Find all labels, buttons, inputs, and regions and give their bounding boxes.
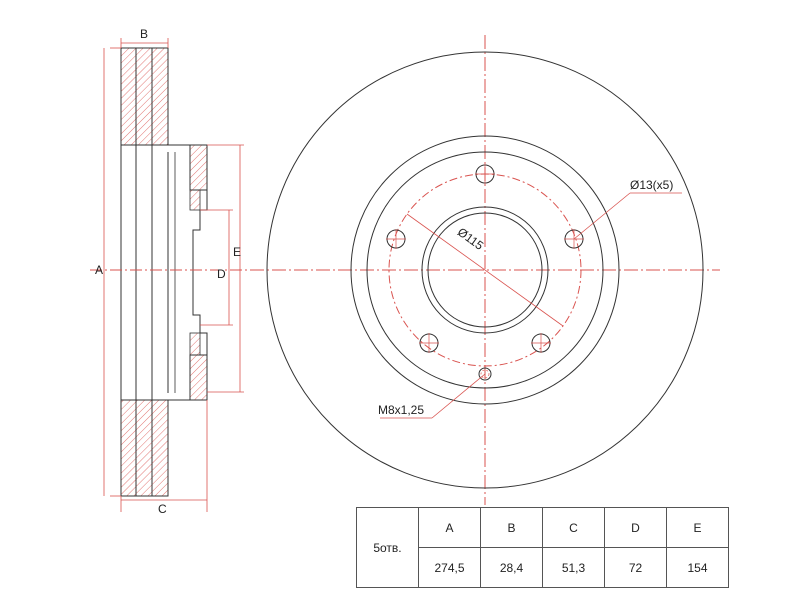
dim-c-label: C [158, 502, 167, 516]
dim-d-label: D [217, 267, 226, 281]
disc-outer-edge [266, 51, 704, 489]
header-e: E [666, 507, 729, 548]
value-e: 154 [666, 547, 729, 588]
dim-a-label: A [95, 263, 103, 277]
value-c: 51,3 [542, 547, 605, 588]
holes-leader [573, 192, 631, 240]
header-d: D [604, 507, 667, 548]
friction-ring-section-bottom [120, 399, 169, 497]
center-bore-inner [427, 212, 543, 328]
thread-leader [431, 373, 486, 419]
dimensions-table: 5отв. A B C D E 274,5 28,4 51,3 72 154 [356, 507, 729, 588]
value-b: 28,4 [480, 547, 543, 588]
holes-label: Ø13(x5) [630, 178, 673, 192]
hat-inner-edge [366, 151, 604, 389]
dim-e-label: E [233, 245, 241, 259]
bolt-circle-leader [406, 213, 564, 327]
bolt-circle-label: Ø115 [455, 225, 487, 253]
center-bore-outer [421, 206, 549, 334]
hat-outer-edge [350, 135, 620, 405]
table-header-row: 5отв. A B C D E [356, 507, 729, 588]
value-d: 72 [604, 547, 667, 588]
hat-section [168, 144, 208, 401]
side-section-view: A B C D E [90, 27, 260, 516]
table-values-row: 274,5 28,4 51,3 72 154 [357, 547, 729, 588]
front-view: Ø115 Ø13(x5) M8x1,25 [250, 35, 720, 505]
thread-label: M8x1,25 [378, 403, 424, 417]
friction-ring-section-top [120, 47, 169, 146]
header-c: C [542, 507, 605, 548]
header-b: B [480, 507, 543, 548]
holes-count-cell: 5отв. [356, 507, 419, 588]
threaded-hole [478, 367, 492, 381]
value-a: 274,5 [418, 547, 481, 588]
dim-b-label: B [140, 27, 148, 41]
header-a: A [418, 507, 481, 548]
